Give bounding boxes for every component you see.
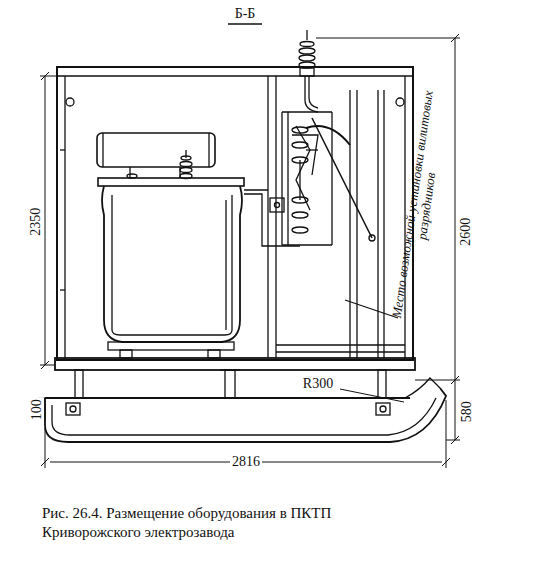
radius-label: R300 [301,376,335,391]
dimension-label: 2816 [230,454,262,469]
disconnector [270,112,375,245]
dimension-label: 2350 [28,206,43,238]
bus-cable [244,190,300,246]
dimension-label: 2600 [458,216,473,248]
sled-base [45,370,446,442]
dimension-label: 100 [28,397,43,422]
lead-in-insulator [299,30,318,112]
section-underline [228,23,262,25]
dimension-lines [38,34,460,468]
cabinet-frame [55,67,415,370]
transformer [97,133,244,358]
figure-caption: Рис. 26.4. Размещение оборудования в ПКТ… [42,504,372,542]
section-mark: Б-Б [233,6,258,21]
dimension-label: 580 [458,399,473,424]
